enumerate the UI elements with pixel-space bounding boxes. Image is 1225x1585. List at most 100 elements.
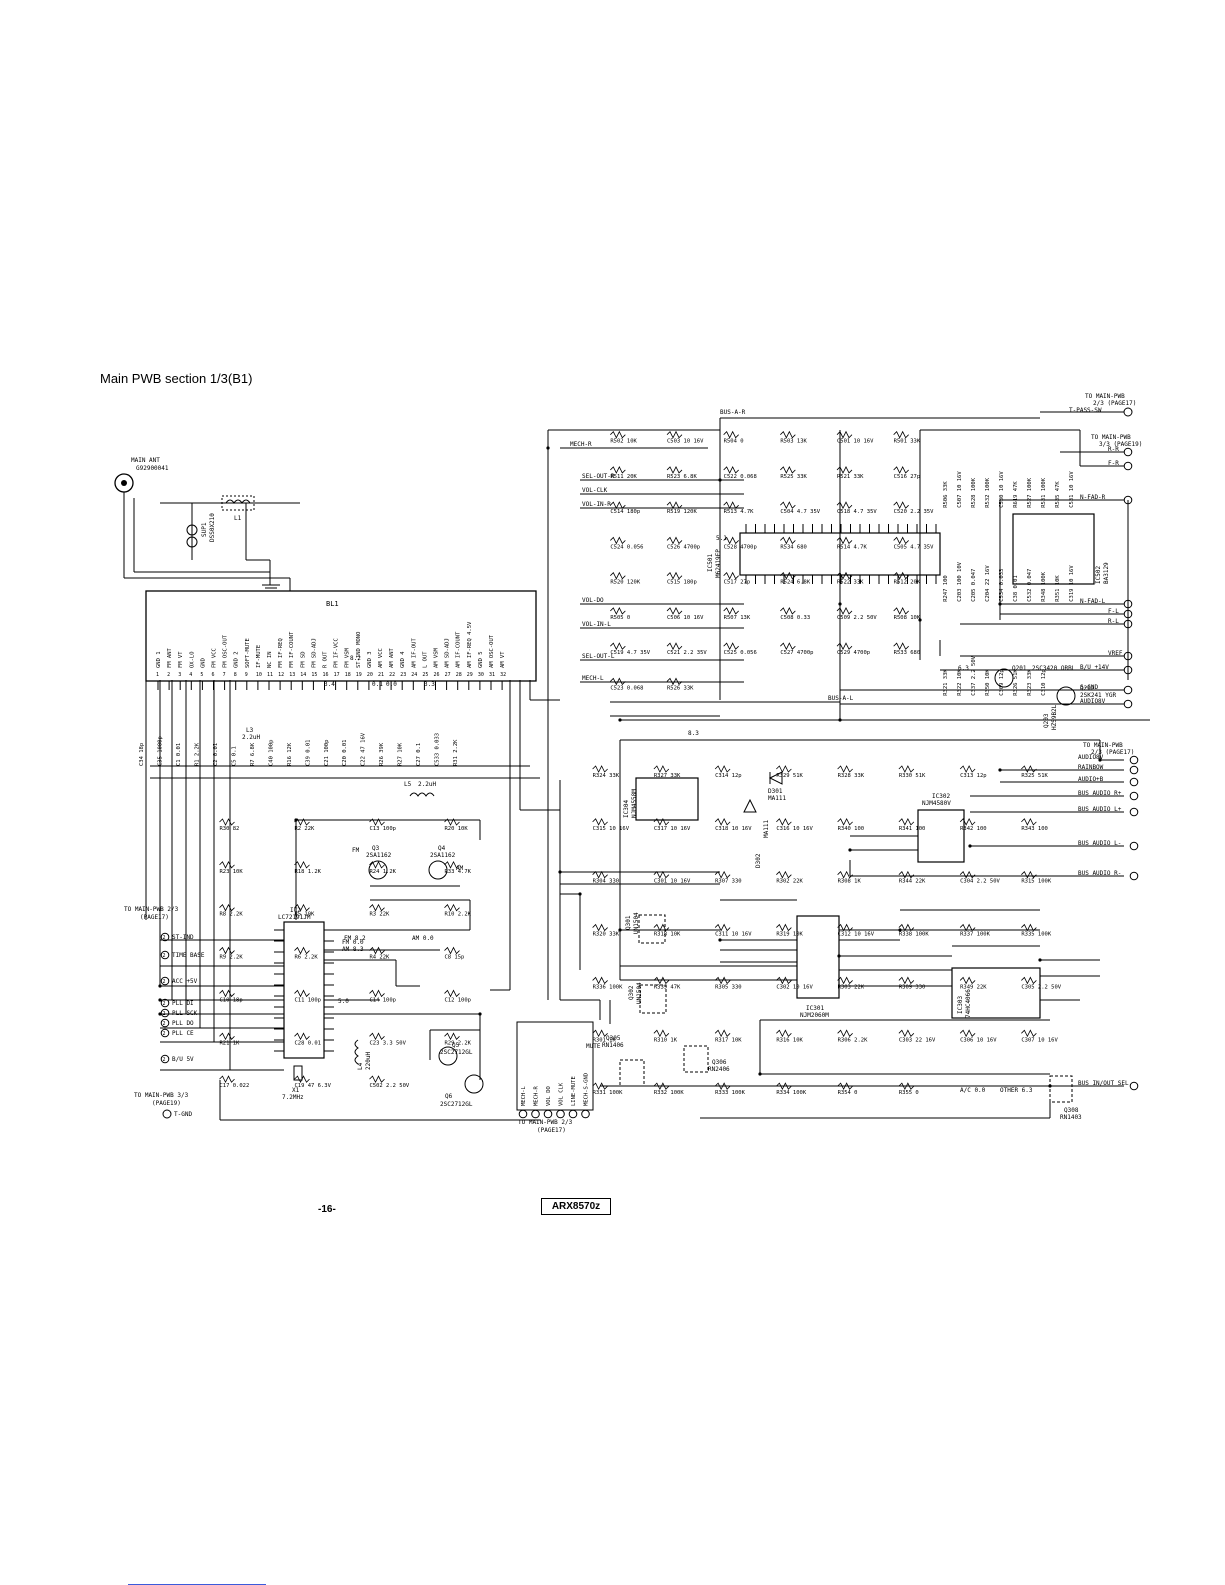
component-label: R3 22K (370, 912, 391, 918)
ic-IC2: IC2 LC72191JM (278, 907, 325, 1059)
transistor-Q201: Q201 2SC3420 ORBL (994, 665, 1076, 688)
left-connector-page19: TO MAIN-PWB 3/3 (PAGE19) T-GND (134, 1092, 192, 1119)
component-label: C506 10 16V (667, 615, 704, 621)
part-value: 2.2uH (242, 734, 260, 741)
connector-pin-label: TIME BASE (172, 952, 205, 959)
component-label: R334 100K (776, 1090, 806, 1096)
component-label: C304 2.2 50V (960, 879, 1000, 885)
component-label: C524 0.056 (610, 544, 643, 550)
transistor-part: RN1406 (602, 1042, 624, 1049)
right-top-a-pin: T-PASS-SW (1069, 407, 1102, 414)
ic-part: LC72191JM (278, 914, 311, 921)
component-label: C11 100p (295, 997, 322, 1003)
tuner-pin-label: FM VT (178, 651, 184, 668)
component-label: R317 10K (715, 1037, 742, 1043)
wire-layer (123, 411, 1150, 1121)
ic-part: NJM4558M (631, 789, 638, 818)
component-label: C532 0.047 (1027, 569, 1033, 602)
tuner-pin-number: 25 (422, 672, 428, 678)
tuner-pin-label: AM VCC (378, 648, 384, 668)
component-label: C520 2.2 35V (894, 509, 934, 515)
part-ref: SUP1 (201, 522, 208, 537)
transistor-part: 2SC3420 ORBL (1032, 665, 1076, 672)
right-top-b-label: TO MAIN-PWB (1091, 434, 1131, 441)
tuner-pin-number: 20 (367, 672, 373, 678)
component-label: R349 22K (960, 984, 987, 990)
transistor-part: 2SC2712GL (440, 1101, 473, 1108)
component-label: C306 10 16V (960, 1037, 997, 1043)
component-label: R336 100K (593, 984, 623, 990)
connector-pin-label: PLL CE (172, 1030, 194, 1037)
component-label: C508 0.33 (780, 615, 810, 621)
component-label: R247 100 (943, 575, 949, 602)
tuner-pin-number: 7 (223, 672, 226, 678)
diode-ref: D302 (755, 853, 762, 868)
net-label: VOL-IN-L (582, 621, 611, 628)
left-connector-page: (PAGE17) (140, 914, 169, 921)
component-label: C35 1000p (158, 736, 164, 766)
tuner-pin-label: AM OSC-OUT (489, 634, 495, 668)
component-label: C10 18p (220, 997, 243, 1003)
connector-pin-number: 2 (163, 1057, 166, 1063)
tuner-pin-label: OX-LO (189, 651, 195, 668)
part-ref: L4 (357, 1062, 364, 1070)
part-value: 220uH (365, 1052, 372, 1070)
transistor-ref: Q5 (452, 1042, 460, 1049)
component-label: C40 100p (268, 740, 274, 767)
connector-pin-number: 2 (163, 1001, 166, 1007)
component-label: R528 100K (971, 477, 977, 507)
tuner-pin-number: 12 (278, 672, 284, 678)
transistor-ref: Q6 (445, 1093, 453, 1100)
component-label: C526 4700p (667, 544, 700, 550)
component-label: R24 1.2K (370, 869, 397, 875)
tuner-pin-label: AM VSM (434, 647, 440, 668)
voltage-label: A/C 0.0 (960, 1087, 986, 1094)
component-label: C315 10 16V (593, 826, 630, 832)
tuner-ref: BL1 (326, 600, 339, 608)
component-label: R331 100K (593, 1090, 623, 1096)
left-bottom-pin: T-GND (174, 1111, 192, 1118)
connector-pin-label: PLL DO (172, 1020, 194, 1027)
transistor-Q4: Q4 2SA1162 AM (428, 845, 464, 880)
tuner-pin-label: R OUT (323, 651, 329, 668)
transistor-ref: Q3 (372, 845, 380, 852)
voltage-label: 3.4 (324, 681, 335, 688)
page-title: Main PWB section 1/3(B1) (100, 371, 253, 386)
voltage-label: 6.3 (958, 665, 969, 672)
voltage-label: FM 0.0 (342, 939, 364, 946)
connector-pin-label: MECH-R (534, 1085, 540, 1106)
component-label: R319 10K (776, 932, 803, 938)
component-label: R9 2.2K (220, 955, 244, 961)
tuner-pin-number: 11 (267, 672, 273, 678)
component-label: C19 47 6.3V (295, 1083, 332, 1089)
component-label: R342 100 (960, 826, 987, 832)
component-label: R343 100 (1021, 826, 1048, 832)
component-label: C525 0.056 (724, 650, 757, 656)
component-label: C34 18p (139, 743, 145, 766)
tuner-pin-number: 29 (467, 672, 473, 678)
right-connector-top-a: TO MAIN-PWB 2/3 (PAGE17) T-PASS-SW (1069, 393, 1136, 417)
ic-part: M62419FP (715, 549, 722, 578)
transistor-ref: Q305 (606, 1035, 621, 1042)
component-label: R308 1K (838, 879, 862, 885)
component-label: C17 0.022 (220, 1083, 250, 1089)
ic-ref: IC502 (1095, 566, 1102, 584)
voltage-label: FM 8.2 (344, 935, 366, 942)
tuner-pin-label: GND 4 (400, 651, 406, 668)
component-label: C27 0.1 (416, 743, 422, 766)
component-label: R6 2.2K (295, 955, 319, 961)
transistor-part: 2SK241 YGR (1080, 692, 1117, 699)
component-label: R321 33K (943, 669, 949, 696)
net-label: BUS-A-R (720, 409, 746, 416)
tuner-pin-number: 14 (300, 672, 306, 678)
component-label: R348 100K (1041, 571, 1047, 601)
component-label: R338 100K (899, 932, 929, 938)
connector-pin-label: B/U 5V (172, 1056, 194, 1063)
component-label: C504 4.7 35V (780, 509, 820, 515)
connector-pin-label: B/U +14V (1080, 664, 1109, 671)
connector-pin-number: 2 (163, 953, 166, 959)
